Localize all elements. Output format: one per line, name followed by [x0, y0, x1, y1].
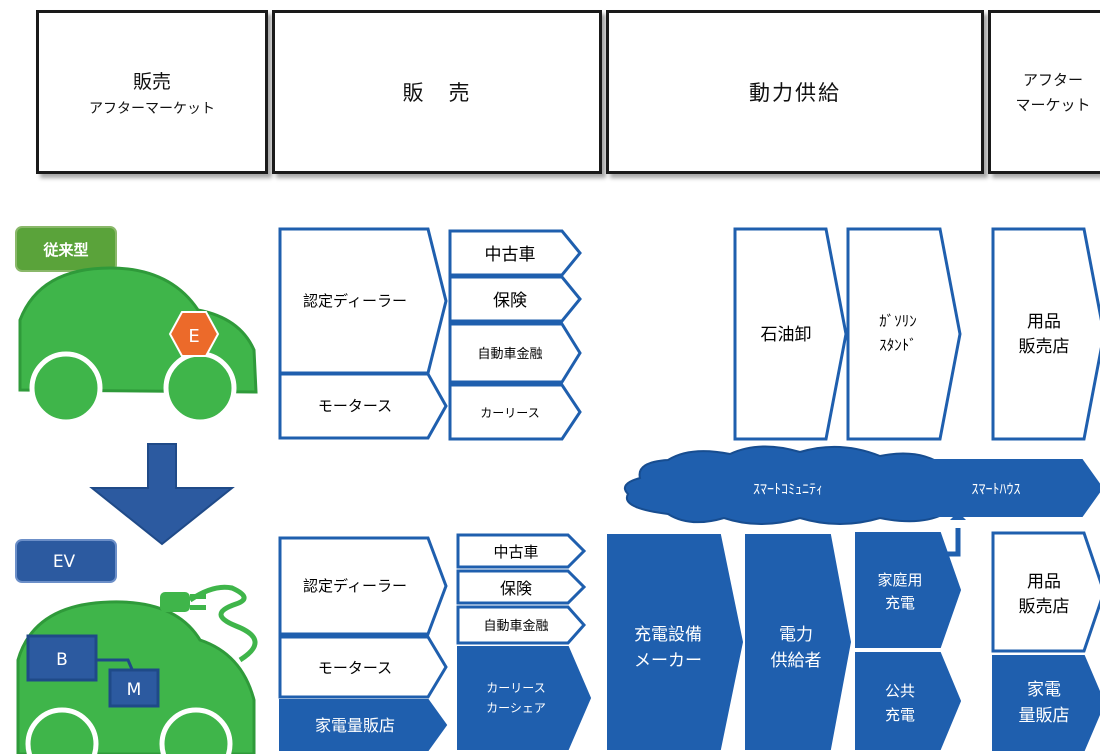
motor-label: M [127, 680, 142, 700]
conv-car-lease: カーリース [448, 383, 582, 441]
conv-parts-store: 用品 販売店 [991, 227, 1100, 441]
home-charge-label-2: 充電 [885, 594, 915, 612]
conv-parts-store-label-2: 販売店 [1019, 337, 1070, 357]
ev-auto-finance-label: 自動車金融 [483, 618, 548, 634]
home-charge: 家庭用 充電 [855, 532, 962, 648]
ev-electronics-label-2: 量販店 [1019, 706, 1070, 726]
smart-community-label: ｽﾏｰﾄｺﾐｭﾆﾃｨ [753, 482, 823, 498]
header-aftermarket-line2: マーケット [1015, 96, 1091, 114]
smart-house: ｽﾏｰﾄﾊｳｽ [901, 459, 1100, 517]
ev-car-lease-share: カーリース カーシェア [457, 646, 592, 750]
conv-parts-store-label-1: 用品 [1027, 312, 1061, 332]
up-arrow-head-icon [950, 512, 966, 520]
header-sales-aftermarket: 販売 アフターマーケット [36, 10, 268, 174]
header-sales-text: 販 売 [402, 81, 472, 105]
ev-badge: EV [15, 539, 117, 583]
battery-label: B [56, 650, 68, 670]
conv-motors-label: モータース [318, 397, 392, 415]
ev-parts-store: 用品 販売店 [991, 531, 1100, 653]
ev-badge-text: EV [53, 552, 76, 572]
header-aftermarket-label: アフターマーケット [89, 100, 215, 117]
gas-station: ｶﾞｿﾘﾝ ｽﾀﾝﾄﾞ [846, 227, 962, 441]
engine-label: E [188, 326, 199, 347]
ev-insurance: 保険 [456, 569, 587, 605]
conv-insurance: 保険 [448, 275, 582, 323]
battery-icon: B [26, 634, 98, 682]
ev-auto-finance: 自動車金融 [456, 605, 587, 645]
ev-dealer: 認定ディーラー [278, 536, 448, 636]
power-supplier: 電力 供給者 [745, 534, 852, 750]
plug-icon [160, 584, 258, 663]
ev-car-lease-label: カーリース [486, 681, 545, 695]
header-power-supply: 動力供給 [606, 10, 984, 174]
ev-electronics-store: 家電量販店 [279, 699, 448, 751]
ev-electronics-store-label: 家電量販店 [315, 716, 395, 735]
ev-used-car-label: 中古車 [493, 543, 538, 561]
power-supplier-label-2: 供給者 [771, 651, 822, 671]
ev-car-share-label: カーシェア [486, 701, 546, 715]
ev-electronics-retailer: 家電 量販店 [992, 655, 1100, 751]
oil-wholesale-label: 石油卸 [761, 325, 812, 345]
gas-station-label-2: ｽﾀﾝﾄﾞ [879, 336, 917, 354]
conv-auto-finance: 自動車金融 [448, 322, 582, 384]
motor-icon: M [108, 668, 160, 708]
charger-maker: 充電設備 メーカー [607, 534, 744, 750]
ev-dealer-label: 認定ディーラー [303, 577, 407, 595]
conventional-badge: 従来型 [15, 226, 117, 272]
conv-insurance-label: 保険 [493, 291, 527, 311]
header-sales: 販 売 [272, 10, 602, 174]
conv-car-lease-label: カーリース [480, 406, 539, 420]
transition-arrow-icon [89, 443, 235, 546]
gas-station-label-1: ｶﾞｿﾘﾝ [879, 312, 917, 330]
ev-parts-store-label-2: 販売店 [1019, 597, 1070, 617]
ev-insurance-label: 保険 [500, 579, 532, 598]
engine-icon: E [168, 311, 220, 357]
conventional-car [18, 266, 258, 425]
ev-parts-store-label-1: 用品 [1027, 572, 1061, 592]
oil-wholesale: 石油卸 [733, 227, 848, 441]
home-charge-label-1: 家庭用 [877, 571, 922, 589]
header-power-supply-text: 動力供給 [749, 81, 841, 105]
ev-motors-label: モータース [318, 659, 392, 677]
header-aftermarket: アフター マーケット [988, 10, 1100, 174]
public-charge-label-1: 公共 [885, 682, 915, 700]
smart-house-label: ｽﾏｰﾄﾊｳｽ [972, 482, 1021, 498]
ev-motors: モータース [278, 635, 448, 699]
ev-used-car: 中古車 [456, 533, 587, 569]
header-sales-label: 販売 [132, 70, 171, 93]
header-aftermarket-line1: アフター [1022, 71, 1083, 89]
conv-used-car: 中古車 [448, 229, 582, 277]
charger-maker-label-1: 充電設備 [634, 625, 702, 645]
conv-auto-finance-label: 自動車金融 [477, 346, 542, 362]
conv-dealer: 認定ディーラー [278, 227, 448, 375]
conv-motors: モータース [278, 372, 448, 440]
power-supplier-label-1: 電力 [779, 625, 813, 645]
ev-electronics-label-1: 家電 [1027, 680, 1061, 700]
public-charge-label-2: 充電 [885, 706, 915, 724]
charger-maker-label-2: メーカー [634, 651, 702, 671]
public-charge: 公共 充電 [855, 652, 962, 750]
conv-dealer-label: 認定ディーラー [303, 292, 407, 310]
conv-used-car-label: 中古車 [485, 245, 536, 265]
conventional-badge-text: 従来型 [42, 241, 88, 259]
